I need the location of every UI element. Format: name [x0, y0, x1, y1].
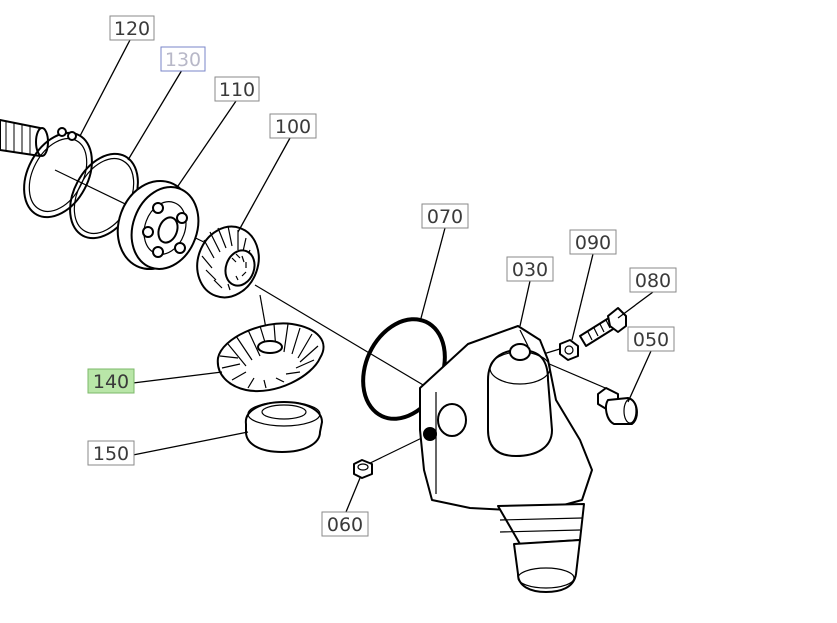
label-070[interactable]: 070 — [421, 203, 469, 229]
nipple-part-060 — [353, 459, 373, 479]
shaft-end-part — [0, 119, 49, 157]
bevel-gear-part-140 — [216, 322, 325, 393]
gear-housing-part-030 — [419, 325, 593, 593]
bevel-gear-part-100 — [196, 225, 260, 299]
label-140[interactable]: 140 — [87, 368, 135, 394]
label-060[interactable]: 060 — [321, 511, 369, 537]
label-150[interactable]: 150 — [87, 440, 135, 466]
label-130-text: 130 — [165, 49, 201, 71]
bearing-part-150 — [244, 401, 323, 453]
label-090[interactable]: 090 — [569, 229, 617, 255]
nut-part-090 — [559, 339, 579, 361]
label-060-text: 060 — [327, 514, 363, 536]
bolt-part-080 — [579, 307, 627, 347]
label-110[interactable]: 110 — [214, 76, 260, 102]
label-090-text: 090 — [575, 232, 611, 254]
label-130[interactable]: 130 — [160, 46, 206, 72]
label-080-text: 080 — [635, 270, 671, 292]
label-070-text: 070 — [427, 206, 463, 228]
label-080[interactable]: 080 — [629, 267, 677, 293]
label-100[interactable]: 100 — [269, 113, 317, 139]
label-120-text: 120 — [114, 18, 150, 40]
leader-lines — [79, 39, 654, 513]
label-030[interactable]: 030 — [506, 256, 554, 282]
label-030-text: 030 — [512, 259, 548, 281]
label-050-text: 050 — [633, 329, 669, 351]
label-050[interactable]: 050 — [627, 326, 675, 352]
bearing-part-110 — [116, 179, 200, 271]
label-100-text: 100 — [275, 116, 311, 138]
label-120[interactable]: 120 — [109, 15, 155, 41]
plug-part-050 — [597, 387, 638, 425]
label-110-text: 110 — [219, 79, 255, 101]
circlip-part-120 — [23, 127, 93, 219]
label-150-text: 150 — [93, 443, 129, 465]
label-140-text: 140 — [93, 371, 129, 393]
